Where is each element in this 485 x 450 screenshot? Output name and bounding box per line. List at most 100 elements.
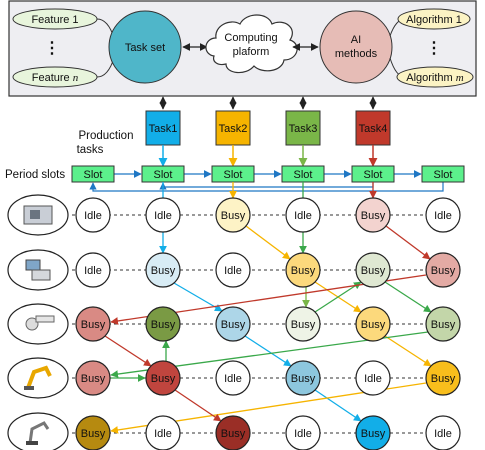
algorithm-m-ellipse (396, 66, 474, 88)
production-tasks-label-line1: Production (79, 130, 134, 142)
cnc-machine-icon (7, 194, 69, 236)
state-circle-r1-c3 (215, 197, 251, 233)
state-circle-r3-c3 (215, 306, 251, 342)
arrow-task1-c (244, 335, 292, 367)
robot-arm (26, 365, 52, 389)
state-label-r2-c2: Busy (151, 265, 176, 277)
state-label-r4-c1: Busy (81, 373, 106, 385)
task-set-circle (108, 10, 182, 84)
state-circle-r1-c6 (425, 197, 461, 233)
ai-label-line2: methods (335, 48, 378, 60)
slot-label-5: Slot (364, 169, 383, 181)
task-label-2: Task2 (219, 123, 248, 135)
state-circle-r3-c4 (285, 306, 321, 342)
state-circle-r1-c2 (145, 197, 181, 233)
state-label-r5-c2: Idle (154, 428, 172, 440)
task-box-1 (145, 110, 181, 146)
state-circle-r4-c4 (285, 360, 321, 396)
task-box-3 (285, 110, 321, 146)
state-label-r2-c3: Idle (224, 265, 242, 277)
state-label-r4-c5: Idle (364, 373, 382, 385)
state-circle-r2-c1 (75, 252, 111, 288)
ai-methods-circle (319, 10, 393, 84)
arrow-task3-c (314, 281, 362, 313)
state-circle-r3-c6 (425, 306, 461, 342)
computing-label-line1: Computing (224, 32, 277, 44)
state-label-r5-c4: Idle (294, 428, 312, 440)
algorithm-1-ellipse (397, 8, 471, 30)
state-label-r3-c3: Busy (221, 319, 246, 331)
slot-box-6 (421, 165, 465, 183)
slot-return-line-1 (89, 182, 444, 192)
state-label-r2-c6: Busy (431, 265, 456, 277)
arm-link (35, 315, 55, 323)
state-label-r4-c3: Idle (224, 373, 242, 385)
state-circle-r3-c2 (145, 306, 181, 342)
computer-workstation-icon (7, 249, 69, 291)
arrow-task1-d (314, 389, 362, 422)
robot-base (24, 386, 34, 390)
machine-oval-5 (7, 412, 69, 450)
state-circle-r4-c6 (425, 360, 461, 396)
state-circle-r4-c5 (355, 360, 391, 396)
feature-n-label: Feature n (32, 72, 79, 84)
state-circle-r5-c1 (75, 415, 111, 450)
desk (31, 269, 51, 281)
state-label-r2-c1: Idle (84, 265, 102, 277)
task-set-label: Task set (125, 42, 165, 54)
slot-label-4: Slot (294, 169, 313, 181)
state-circle-r5-c4 (285, 415, 321, 450)
state-label-r1-c5: Busy (361, 210, 386, 222)
task-label-3: Task3 (289, 123, 318, 135)
weld-base (26, 441, 38, 445)
task-box-2 (215, 110, 251, 146)
state-circle-r2-c5 (355, 252, 391, 288)
state-circle-r5-c3 (215, 415, 251, 450)
slot-label-3: Slot (224, 169, 243, 181)
feature-1-label: Feature 1 (31, 14, 78, 26)
task-box-4 (355, 110, 391, 146)
task-label-4: Task4 (359, 123, 388, 135)
slot-box-1 (71, 165, 115, 183)
algorithm-1-label: Algorithm 1 (406, 14, 462, 26)
arrow-task2-d (384, 335, 432, 367)
state-label-r5-c3: Busy (221, 428, 246, 440)
state-circle-r2-c6 (425, 252, 461, 288)
state-label-r4-c6: Busy (431, 373, 456, 385)
slot-label-1: Slot (84, 169, 103, 181)
yellow-industrial-robot-icon (7, 357, 69, 399)
welding-robot-icon (7, 412, 69, 450)
state-label-r4-c2: Busy (151, 373, 176, 385)
algorithm-ellipsis: ⋮ (426, 40, 442, 57)
state-label-r2-c5: Busy (361, 265, 386, 277)
ai-label-line1: AI (351, 34, 361, 46)
state-label-r1-c2: Idle (154, 210, 172, 222)
production-tasks-label-line2: tasks (77, 144, 104, 156)
state-label-r3-c4: Busy (291, 319, 316, 331)
state-circle-r1-c5 (355, 197, 391, 233)
state-label-r2-c4: Busy (291, 265, 316, 277)
machine-oval-4 (7, 357, 69, 399)
state-label-r3-c6: Busy (431, 319, 456, 331)
state-label-r3-c5: Busy (361, 319, 386, 331)
task-label-1: Task1 (149, 123, 178, 135)
slot-label-2: Slot (154, 169, 173, 181)
state-label-r3-c1: Busy (81, 319, 106, 331)
state-circle-r5-c5 (355, 415, 391, 450)
state-circle-r2-c4 (285, 252, 321, 288)
state-label-r1-c6: Idle (434, 210, 452, 222)
computing-label-line2: plaform (233, 46, 270, 58)
state-circle-r5-c2 (145, 415, 181, 450)
state-label-r5-c5: Busy (361, 428, 386, 440)
feature-ellipsis: ⋮ (44, 40, 60, 57)
state-label-r1-c3: Busy (221, 210, 246, 222)
arm-base (25, 317, 39, 331)
state-circle-r1-c1 (75, 197, 111, 233)
state-label-r1-c1: Idle (84, 210, 102, 222)
arrow-task4-d (104, 335, 152, 367)
state-circle-r3-c5 (355, 306, 391, 342)
state-circle-r4-c1 (75, 360, 111, 396)
state-circle-r4-c2 (145, 360, 181, 396)
